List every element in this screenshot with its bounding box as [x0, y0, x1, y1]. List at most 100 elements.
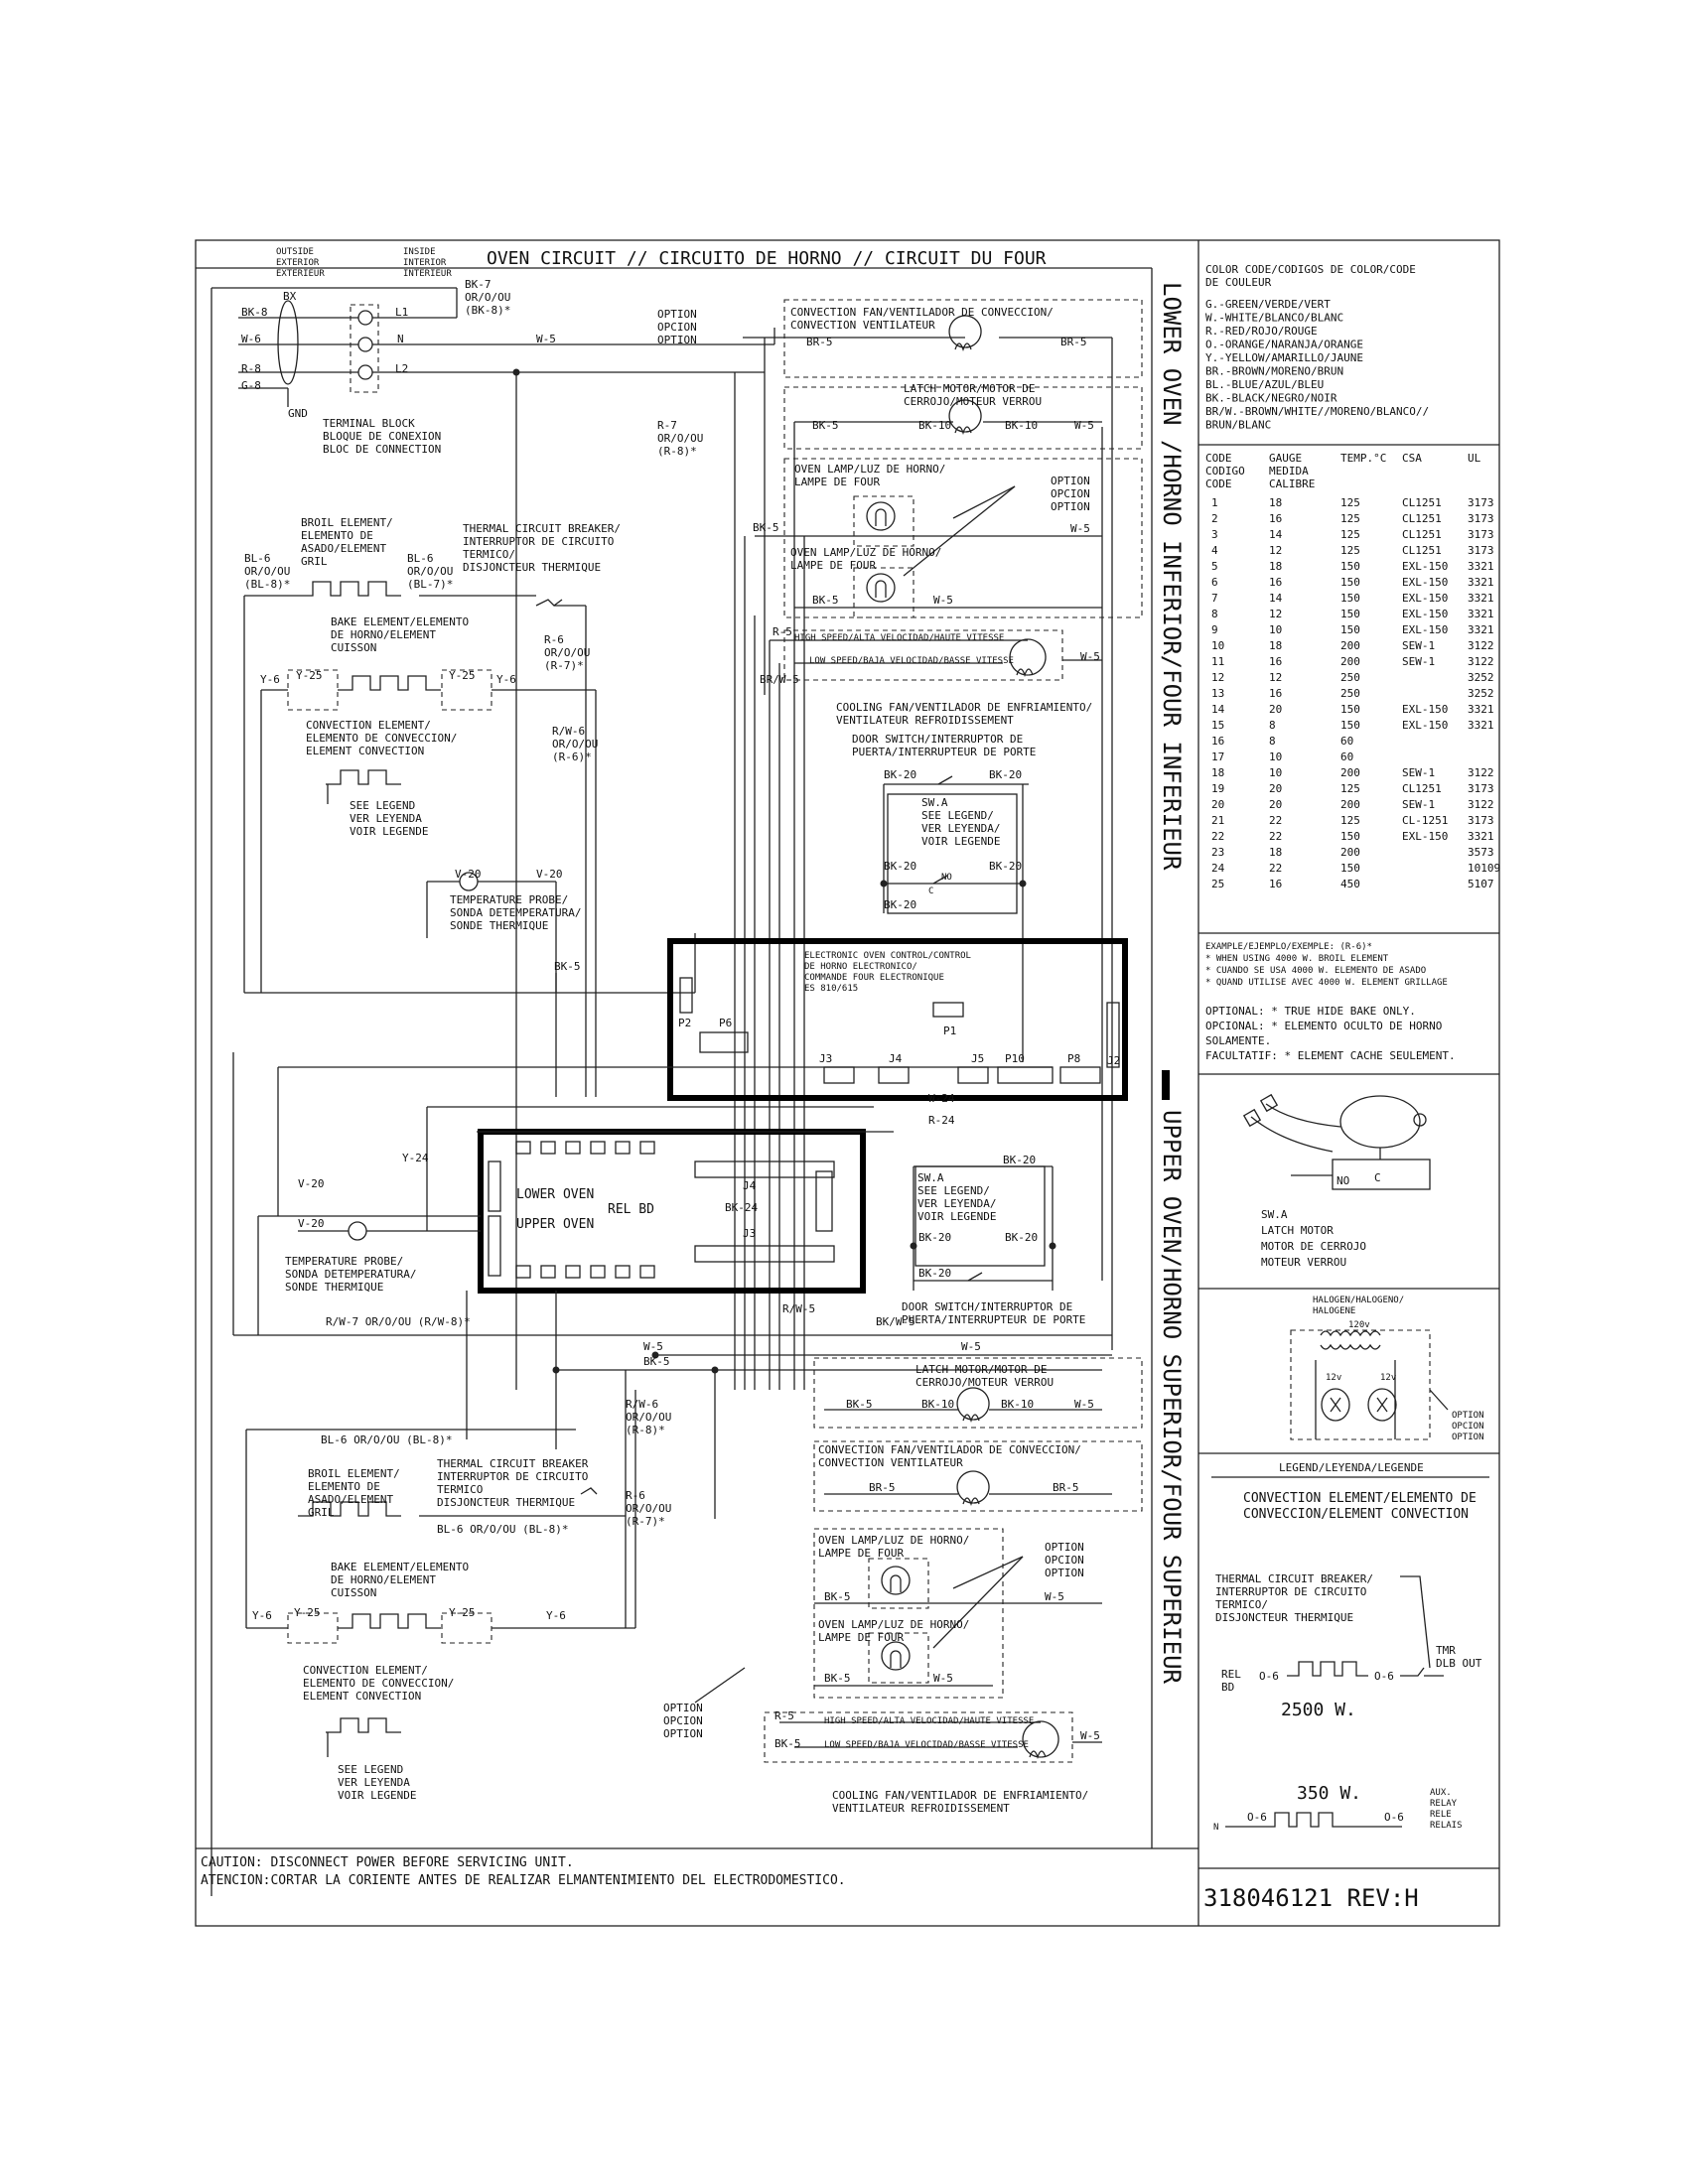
label-br5a: BR-5	[806, 336, 833, 348]
gauge-cell: SEW-1	[1402, 766, 1435, 779]
eoc-p10: P10	[1005, 1052, 1025, 1065]
legend-o6-a: O-6	[1259, 1670, 1279, 1683]
gauge-cell: 10	[1269, 623, 1282, 636]
label-g8: G-8	[241, 379, 261, 392]
latch-motor-legend	[1242, 1093, 1431, 1190]
gauge-cell: 3321	[1468, 623, 1494, 636]
gauge-cell: SEW-1	[1402, 798, 1435, 811]
label-no: NO	[941, 873, 952, 883]
gauge-cell: 12	[1269, 544, 1282, 557]
gauge-cell: 15	[1211, 719, 1224, 732]
color-code-entry: BK.-BLACK/NEGRO/NOIR	[1205, 392, 1337, 405]
gauge-cell: 200	[1340, 766, 1360, 779]
legend-o6-d: O-6	[1384, 1811, 1404, 1824]
legend-n: N	[1213, 1823, 1218, 1833]
label-v20a: V-20	[455, 868, 482, 881]
eoc-p1: P1	[943, 1024, 956, 1037]
gauge-cell: 16	[1269, 655, 1282, 668]
gauge-cell: 20	[1211, 798, 1224, 811]
label-rw5: R/W-5	[782, 1302, 815, 1315]
label-conv-el-l: CONVECTION ELEMENT/ELEMENTO DE CONVECCIO…	[306, 719, 457, 757]
label-probe-l: TEMPERATURE PROBE/SONDA DETEMPERATURA/SO…	[450, 893, 581, 932]
caution-es: ATENCION:CORTAR LA CORIENTE ANTES DE REA…	[201, 1873, 846, 1888]
label-bk5d: BK-5	[554, 960, 581, 973]
label-y25a: Y-25	[296, 669, 323, 682]
label-w5g: W-5	[1074, 1398, 1094, 1411]
label-w24: W-24	[928, 1092, 955, 1105]
example-line-1: EXAMPLE/EJEMPLO/EXEMPLE: (R-6)*	[1205, 942, 1372, 952]
label-bk20c: BK-20	[884, 860, 916, 873]
label-bk20b: BK-20	[989, 768, 1022, 781]
legend-o6-c: O-6	[1247, 1811, 1267, 1824]
gauge-cell: 10	[1269, 766, 1282, 779]
latch-legend-1: SW.A	[1261, 1208, 1288, 1221]
gauge-cell: 9	[1211, 623, 1218, 636]
gauge-cell: 14	[1211, 703, 1225, 716]
gauge-cell: 5	[1211, 560, 1218, 573]
label-w5d: W-5	[1080, 650, 1100, 663]
label-bk10d: BK-10	[1001, 1398, 1034, 1411]
gauge-cell: 3173	[1468, 512, 1494, 525]
label-l1: L1	[395, 306, 408, 319]
eoc-j3: J3	[819, 1052, 832, 1065]
label-bk20f: BK-20	[1003, 1154, 1036, 1166]
gauge-cell: 3173	[1468, 782, 1494, 795]
gauge-cell: 21	[1211, 814, 1224, 827]
halogen-12v-b: 12v	[1380, 1373, 1396, 1383]
label-lamp-u2: OVEN LAMP/LUZ DE HORNO/LAMPE DE FOUR	[818, 1618, 969, 1644]
gauge-cell: 10	[1211, 639, 1224, 652]
label-bk5e: BK-5	[643, 1355, 670, 1368]
relbd-connectors	[488, 1141, 835, 1279]
gauge-cell: EXL-150	[1402, 623, 1448, 636]
latch-legend-3: MOTOR DE CERROJO	[1261, 1240, 1366, 1253]
gauge-cell: 60	[1340, 751, 1353, 763]
gauge-cell: 3321	[1468, 560, 1494, 573]
label-bk5c: BK-5	[812, 594, 839, 607]
gauge-cell: 16	[1269, 878, 1282, 890]
gauge-cell: 3573	[1468, 846, 1494, 859]
gauge-cell: CL1251	[1402, 782, 1442, 795]
gauge-cell: 7	[1211, 592, 1218, 605]
label-conv-fan-u: CONVECTION FAN/VENTILADOR DE CONVECCION/…	[818, 1443, 1081, 1469]
gauge-cell: 19	[1211, 782, 1224, 795]
gauge-cell: 150	[1340, 703, 1360, 716]
legend-heater-350-icon	[1225, 1812, 1402, 1828]
gauge-cell: 3	[1211, 528, 1218, 541]
label-r24: R-24	[928, 1114, 955, 1127]
gauge-cell: 250	[1340, 687, 1360, 700]
gauge-cell: 5107	[1468, 878, 1494, 890]
lower-wiring	[211, 287, 1143, 1896]
gauge-cell: EXL-150	[1402, 830, 1448, 843]
label-hs-l: HIGH SPEED/ALTA VELOCIDAD/HAUTE VITESSE	[794, 633, 1004, 643]
color-code-entry: BL.-BLUE/AZUL/BLEU	[1205, 378, 1324, 391]
label-lamp-l2: OVEN LAMP/LUZ DE HORNO/LAMPE DE FOUR	[790, 546, 941, 572]
gauge-cell: CL1251	[1402, 544, 1442, 557]
label-br5b: BR-5	[1060, 336, 1087, 348]
optional-line-1: OPTIONAL: * TRUE HIDE BAKE ONLY.	[1205, 1005, 1416, 1018]
gauge-cell: 3321	[1468, 608, 1494, 620]
latch-legend-2: LATCH MOTOR	[1261, 1224, 1334, 1237]
label-w5f: W-5	[961, 1340, 981, 1353]
gauge-cell: 18	[1211, 766, 1224, 779]
banner-separator	[1162, 1070, 1170, 1100]
label-r8: R-8	[241, 362, 261, 375]
label-bk20g: BK-20	[918, 1231, 951, 1244]
gauge-cell: 12	[1211, 671, 1224, 684]
relbd-j3: J3	[743, 1227, 756, 1240]
gauge-cell: 10109	[1468, 862, 1500, 875]
eoc-j2: J2	[1107, 1054, 1120, 1067]
gauge-cell: 3173	[1468, 528, 1494, 541]
legend-2500w: 2500 W.	[1281, 1700, 1356, 1720]
